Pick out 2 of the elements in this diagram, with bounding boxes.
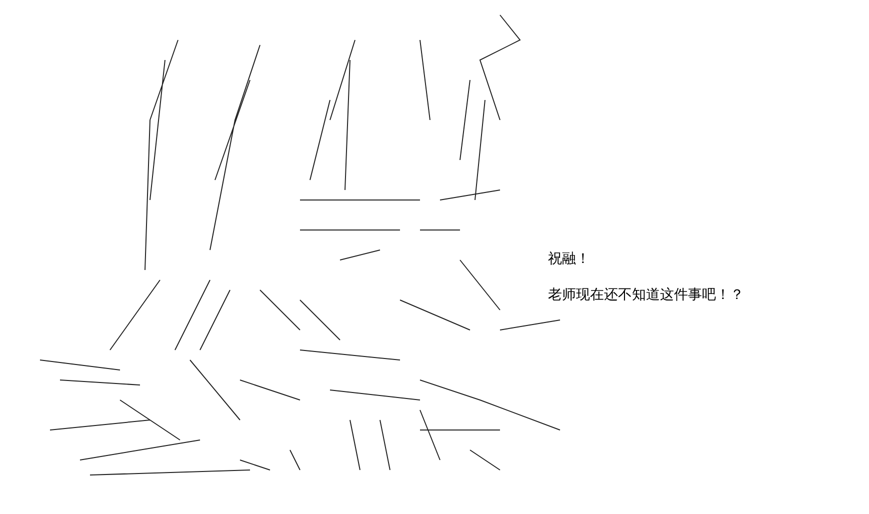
- speech-text: 老师现在还不知道这件事吧！？: [548, 286, 744, 304]
- speech-text: 祝融！: [548, 250, 590, 268]
